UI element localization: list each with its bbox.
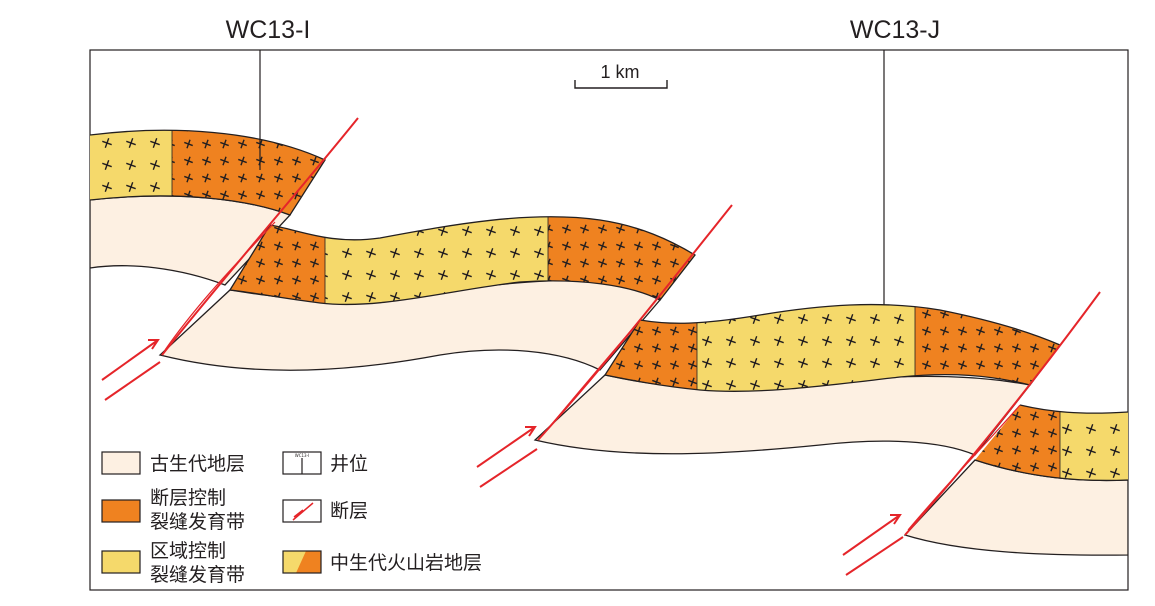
legend-regional-zone-line2: 裂缝发育带 — [150, 564, 245, 586]
fault-2 — [537, 204, 733, 441]
well-icon-label: WC13-I — [295, 453, 309, 458]
fault-legend-icon — [282, 499, 322, 523]
legend-swatch-mesozoic-volcanic — [282, 550, 322, 574]
legend-fault: 断层 — [330, 500, 368, 522]
legend-regional-zone-line1: 区域控制 — [150, 540, 226, 562]
legend-mesozoic-volcanic: 中生代火山岩地层 — [330, 552, 482, 574]
legend-swatch-fault-zone — [101, 499, 141, 523]
strata — [90, 129, 1128, 556]
legend: 古生代地层 断层控制 裂缝发育带 区域控制 裂缝发育带 WC13-I 井位 断层… — [101, 451, 482, 586]
well-label-wc13-j: WC13-J — [850, 16, 940, 44]
legend-swatch-paleozoic — [101, 451, 141, 475]
legend-swatch-regional-zone — [101, 550, 141, 574]
scale-bar-label: 1 km — [600, 62, 639, 82]
well-legend-icon: WC13-I — [282, 451, 322, 475]
well-label-wc13-i: WC13-I — [226, 16, 311, 44]
fault-arrow-icon — [842, 514, 904, 576]
legend-paleozoic: 古生代地层 — [150, 453, 245, 475]
fault-lines — [101, 117, 1101, 576]
fault-arrow-icon — [101, 339, 161, 401]
legend-fault-zone-line1: 断层控制 — [150, 487, 226, 509]
legend-well: 井位 — [330, 453, 368, 475]
legend-fault-zone-line2: 裂缝发育带 — [150, 511, 245, 533]
fault-1 — [161, 117, 359, 356]
scale-bar — [574, 80, 668, 89]
fault-3 — [904, 291, 1101, 536]
fault-arrow-icon — [476, 426, 538, 488]
